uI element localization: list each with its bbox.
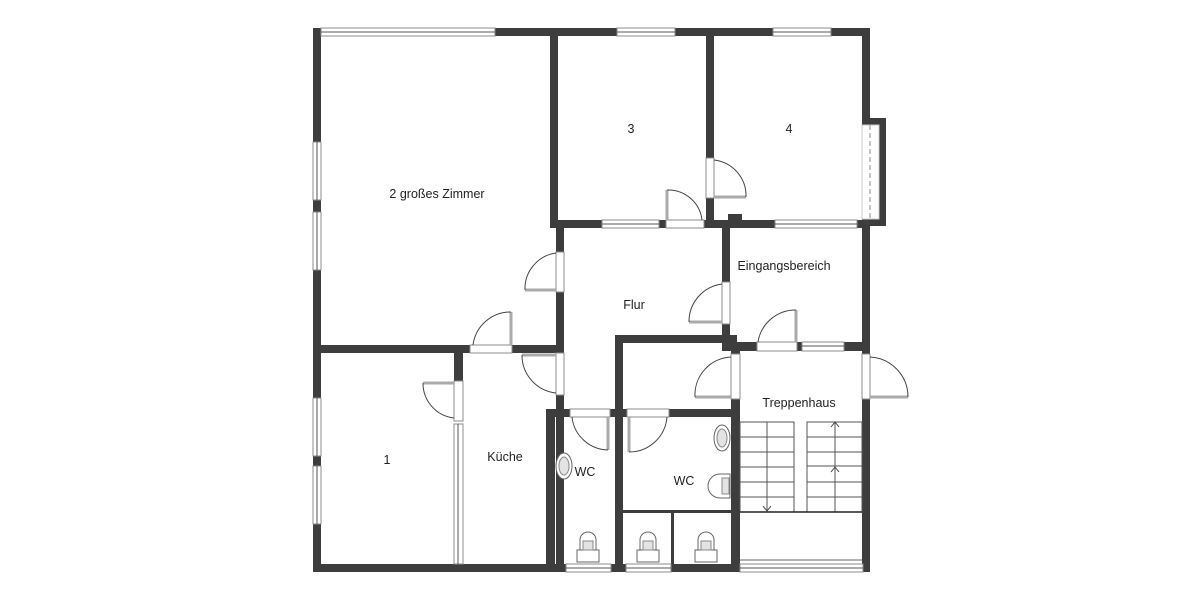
- room-label-wc-2: WC: [673, 474, 695, 488]
- toilet-icon: [694, 531, 718, 563]
- window: [772, 27, 832, 37]
- room-label-1: 1: [383, 453, 391, 467]
- room-label-2: 2 großes Zimmer: [389, 187, 485, 201]
- door: [756, 309, 798, 352]
- window: [739, 563, 864, 573]
- window: [774, 219, 858, 229]
- door: [469, 311, 513, 354]
- toilet-icon: [576, 531, 600, 563]
- entrance-door: [861, 353, 909, 400]
- windows: [312, 27, 880, 573]
- doors: [422, 157, 909, 453]
- window: [601, 219, 660, 229]
- toilet-icon: [636, 531, 660, 563]
- window: [312, 397, 322, 457]
- window: [625, 563, 672, 573]
- door: [694, 353, 741, 400]
- room-label-kueche: Küche: [487, 450, 523, 464]
- stair-up-arrow-icon: [830, 421, 840, 428]
- window: [312, 211, 322, 271]
- window: [801, 341, 845, 352]
- stair-up-arrow-icon: [830, 466, 840, 473]
- window: [565, 563, 612, 573]
- stair-down-arrow-icon: [762, 505, 772, 512]
- window: [320, 27, 496, 37]
- door: [569, 408, 611, 451]
- sink-icon: [555, 452, 573, 480]
- room-label-eingangsbereich: Eingangsbereich: [737, 259, 831, 273]
- staircase: [739, 421, 863, 561]
- outer-walls: [313, 28, 886, 572]
- window: [453, 423, 464, 565]
- window: [861, 124, 880, 220]
- door: [524, 251, 565, 293]
- window: [312, 465, 322, 525]
- door: [688, 281, 731, 325]
- door: [626, 408, 670, 453]
- room-label-treppenhaus: Treppenhaus: [762, 396, 836, 410]
- door: [665, 189, 705, 229]
- door: [705, 157, 747, 199]
- room-label-wc-1: WC: [574, 465, 596, 479]
- door: [521, 352, 565, 396]
- window: [312, 141, 322, 201]
- door: [422, 380, 464, 422]
- interior-walls: [313, 28, 870, 572]
- sanitary-fixtures: [555, 424, 731, 563]
- toilet-icon: [707, 473, 731, 499]
- window: [616, 27, 676, 37]
- room-label-3: 3: [627, 122, 635, 136]
- room-label-4: 4: [785, 122, 793, 136]
- room-label-flur: Flur: [623, 298, 645, 312]
- sink-icon: [713, 424, 731, 452]
